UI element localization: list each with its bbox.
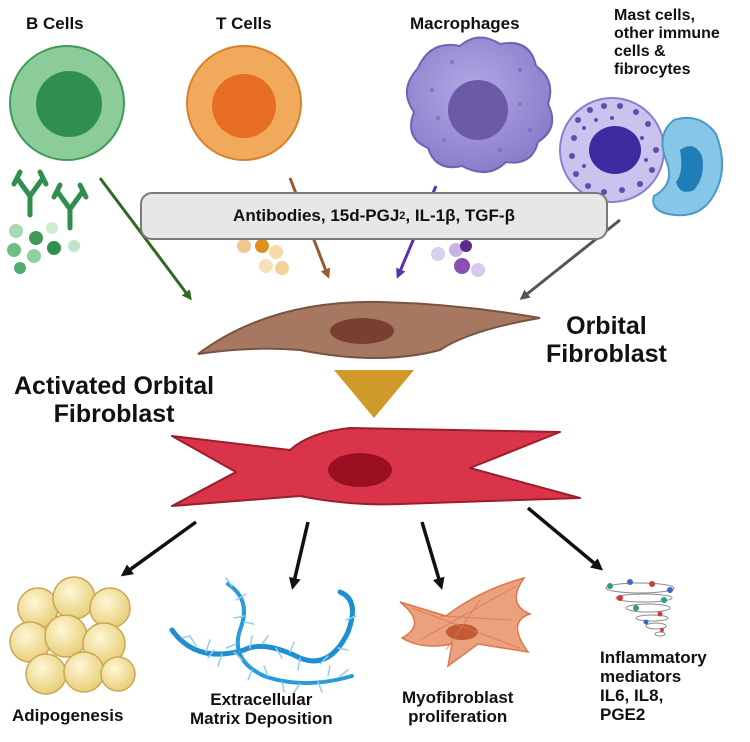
orbital-fibroblast-icon bbox=[197, 300, 541, 359]
ecm-label: Extracellular Matrix Deposition bbox=[190, 690, 333, 729]
myofibroblast-icon bbox=[399, 576, 533, 668]
antibody-icon bbox=[11, 169, 89, 231]
mediators-text-2: , IL-1β, TGF-β bbox=[405, 206, 515, 225]
activated-fibroblast-icon bbox=[171, 427, 581, 507]
inflammatory-arrow bbox=[526, 506, 604, 571]
b-cell-icon bbox=[9, 45, 125, 161]
t-cell-icon bbox=[186, 45, 302, 161]
inflammatory-mediators-icon bbox=[605, 579, 675, 637]
mediators-subscript: 2 bbox=[399, 210, 406, 222]
macrophages-label: Macrophages bbox=[410, 14, 520, 33]
ecm-arrow bbox=[288, 521, 310, 590]
macrophage-icon bbox=[406, 36, 554, 173]
mast-cell-icon bbox=[559, 97, 665, 203]
adipocyte-cluster-icon bbox=[9, 576, 136, 695]
activated-fibroblast-label: Activated Orbital Fibroblast bbox=[14, 372, 215, 428]
adipogenesis-arrow bbox=[120, 520, 198, 577]
b-cell-granules-icon bbox=[7, 222, 80, 274]
macrophage-granules-icon bbox=[431, 240, 485, 277]
b-cells-label: B Cells bbox=[26, 14, 84, 33]
fibrocyte-icon bbox=[652, 116, 724, 217]
t-cells-label: T Cells bbox=[216, 14, 272, 33]
activation-triangle-icon bbox=[334, 370, 414, 418]
t-cell-granules-icon bbox=[237, 239, 289, 275]
myofibroblast-label: Myofibroblast proliferation bbox=[402, 688, 514, 727]
myofibroblast-arrow bbox=[420, 521, 445, 590]
orbital-fibroblast-label: Orbital Fibroblast bbox=[546, 312, 667, 368]
mast-cells-label: Mast cells, other immune cells & fibrocy… bbox=[614, 7, 720, 78]
inflammatory-label: Inflammatory mediators IL6, IL8, PGE2 bbox=[600, 648, 707, 725]
extracellular-matrix-icon bbox=[169, 577, 357, 693]
mediators-text-1: Antibodies, 15d-PGJ bbox=[233, 206, 400, 225]
adipogenesis-label: Adipogenesis bbox=[12, 706, 124, 725]
